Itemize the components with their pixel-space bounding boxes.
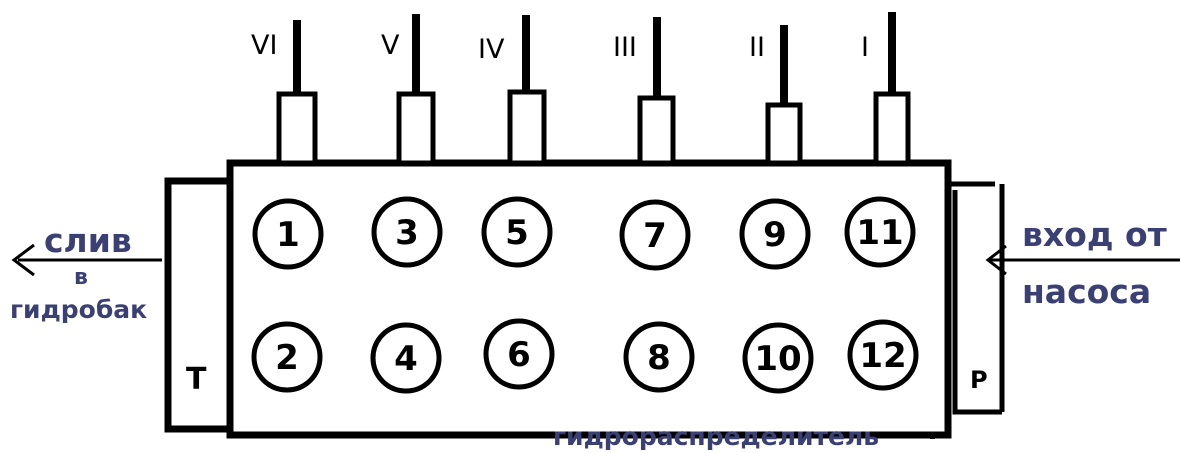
port-12[interactable]: 12 [847,319,919,391]
spool-group-II [765,25,803,166]
tank-port-label: T [186,362,207,397]
port-3[interactable]: 3 [371,196,443,268]
spool-group-IV [507,15,547,166]
port-label-1: 1 [276,215,300,255]
inlet-arrow [985,244,1180,276]
spool-II[interactable] [765,102,803,166]
handle-VI[interactable] [293,20,301,96]
port-label-5: 5 [505,213,529,253]
port-8[interactable]: 8 [623,321,695,393]
drain-arrow [11,243,162,277]
port-6[interactable]: 6 [483,318,555,390]
spool-group-III [637,17,676,166]
spool-I[interactable] [873,91,911,166]
section-label-III: III [613,32,637,63]
drain-label-line1: слив [44,221,132,260]
distributor-body [226,159,952,439]
spool-group-V [396,14,436,166]
port-10[interactable]: 10 [742,322,814,394]
spool-III[interactable] [637,95,676,166]
port-label-11: 11 [856,213,903,253]
port-label-3: 3 [395,213,419,253]
inlet-label-line2: насоса [1022,272,1151,311]
section-label-IV: IV [478,34,505,65]
spool-group-I [873,12,911,166]
handle-I[interactable] [888,12,896,96]
section-label-I: I [861,32,869,63]
pressure-port-block [948,181,1005,415]
pressure-port-label: P [970,366,988,394]
section-label-V: V [381,30,400,61]
handle-II[interactable] [780,25,788,107]
port-label-9: 9 [763,215,787,255]
handle-III[interactable] [653,17,661,100]
port-2[interactable]: 2 [251,321,323,393]
section-label-VI: VI [251,30,277,61]
tank-port-block [164,177,234,433]
port-label-12: 12 [859,336,906,376]
spool-V[interactable] [396,91,436,166]
valve-name-label: гидрораспределитель [553,422,879,451]
port-5[interactable]: 5 [481,196,553,268]
spool-IV[interactable] [507,89,547,166]
port-label-7: 7 [643,216,667,256]
port-4[interactable]: 4 [370,322,442,394]
section-label-II: II [749,32,765,63]
port-1[interactable]: 1 [252,198,324,270]
spool-group-VI [276,20,318,166]
spool-VI[interactable] [276,91,318,166]
port-label-8: 8 [647,338,671,378]
port-label-6: 6 [507,335,531,375]
port-label-10: 10 [754,339,801,379]
drain-label-line3: гидробак [10,295,147,324]
handle-IV[interactable] [522,15,530,94]
port-label-4: 4 [394,339,418,379]
port-11[interactable]: 11 [844,196,916,268]
port-label-2: 2 [275,338,299,378]
port-7[interactable]: 7 [619,199,691,271]
inlet-label-line1: вход от [1022,215,1167,254]
handle-V[interactable] [412,14,420,96]
port-9[interactable]: 9 [739,198,811,270]
drain-label-line2: в [74,265,88,290]
